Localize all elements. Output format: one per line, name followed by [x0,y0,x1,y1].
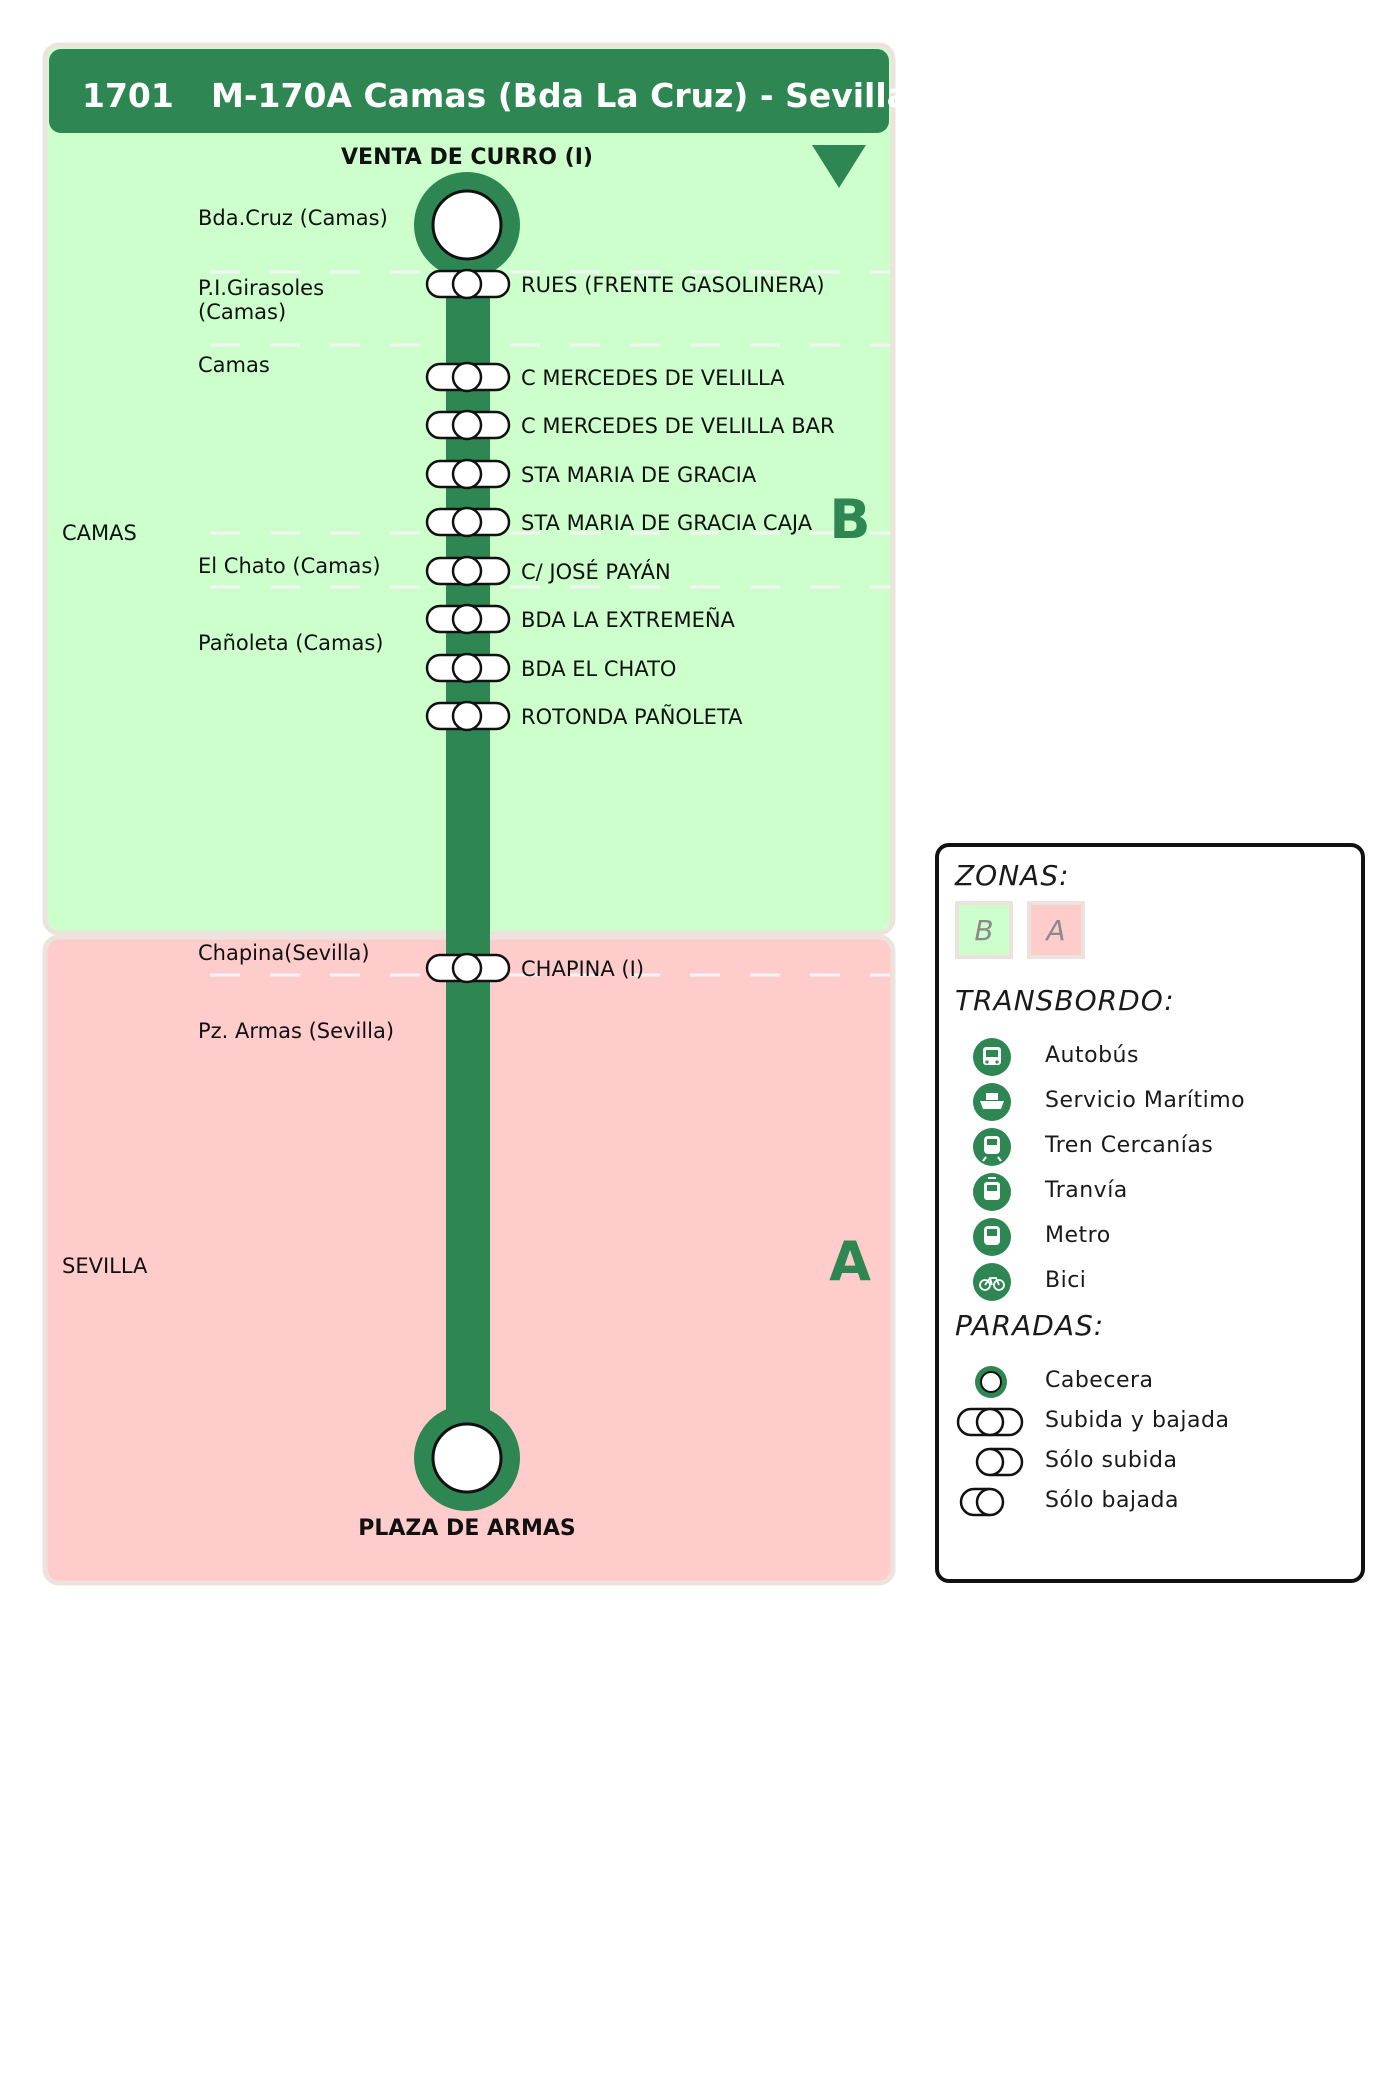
stop-marker [425,361,511,393]
stop-marker [425,458,511,490]
stop-marker [425,652,511,684]
legend-item-cabecera: Cabecera [939,1362,1361,1402]
legend-item-label: Servicio Marítimo [1045,1088,1246,1113]
locality-label: P.I.Girasoles (Camas) [198,276,331,324]
legend-item-train: Tren Cercanías [939,1127,1361,1167]
metro-icon [973,1218,1011,1256]
triangle-down-icon [812,145,866,188]
legend-paradas-title: PARADAS: [955,1309,1105,1342]
train-icon [973,1128,1011,1166]
stop-alight-icon [959,1487,1005,1517]
stop-marker [425,952,511,984]
legend-item-label: Tranvía [1045,1178,1128,1203]
locality-label: Camas [198,353,270,377]
stop-label: STA MARIA DE GRACIA CAJA [521,511,813,535]
legend-item-bike: Bici [939,1262,1361,1302]
terminus-origin [414,172,520,278]
destination-name: PLAZA DE ARMAS [358,1516,576,1541]
bike-icon [973,1263,1011,1301]
stop-marker [425,555,511,587]
legend-item-label: Subida y bajada [1045,1408,1230,1433]
legend-item-solo-bajada: Sólo bajada [939,1482,1361,1522]
stop-label: C MERCEDES DE VELILLA BAR [521,414,835,438]
stop-both-icon [956,1407,1024,1437]
legend-item-label: Autobús [1045,1043,1139,1068]
tram-icon [973,1173,1011,1211]
zone-letter: B [829,488,870,551]
legend-item-label: Cabecera [1045,1368,1154,1393]
legend-item-solo-subida: Sólo subida [939,1442,1361,1482]
legend-item-metro: Metro [939,1217,1361,1257]
stop-marker [425,268,511,300]
legend-transbordo-title: TRANSBORDO: [955,984,1175,1017]
bus-icon [973,1038,1011,1076]
locality-label: Pañoleta (Camas) [198,631,383,655]
stop-marker [425,603,511,635]
legend-zone-a: A [1027,901,1085,959]
stop-marker [425,409,511,441]
route-name: M-170A Camas (Bda La Cruz) - Sevilla [211,76,909,115]
stop-label: ROTONDA PAÑOLETA [521,703,743,729]
legend-item-label: Metro [1045,1223,1111,1248]
ferry-icon [973,1083,1011,1121]
stop-label: CHAPINA (I) [521,957,644,981]
stop-marker [425,700,511,732]
legend-item-bus: Autobús [939,1037,1361,1077]
stop-label: BDA EL CHATO [521,657,676,681]
locality-label: Pz. Armas (Sevilla) [198,1019,394,1043]
locality-dividers [210,270,890,977]
legend-item-label: Sólo bajada [1045,1488,1179,1513]
locality-label: Chapina(Sevilla) [198,941,370,965]
origin-name: VENTA DE CURRO (I) [341,145,593,170]
stop-label: RUES (FRENTE GASOLINERA) [521,273,825,297]
legend-item-label: Sólo subida [1045,1448,1178,1473]
stop-label: STA MARIA DE GRACIA [521,463,757,487]
legend-item-subida-bajada: Subida y bajada [939,1402,1361,1442]
stop-label: C MERCEDES DE VELILLA [521,366,785,390]
terminus-destination [414,1405,520,1511]
locality-label: El Chato (Camas) [198,554,381,578]
stop-label: BDA LA EXTREMEÑA [521,606,736,632]
legend-item-ferry: Servicio Marítimo [939,1082,1361,1122]
municipality-label: CAMAS [62,521,137,545]
zone-letter: A [829,1230,871,1293]
line-number: 1701 [82,76,174,115]
stop-label: C/ JOSÉ PAYÁN [521,559,671,584]
municipality-label: SEVILLA [62,1254,148,1278]
legend-item-label: Tren Cercanías [1045,1133,1214,1158]
stop-marker [425,506,511,538]
stop-board-icon [975,1447,1024,1477]
locality-label: Bda.Cruz (Camas) [198,206,388,230]
legend-panel: ZONAS: B A TRANSBORDO: Autobús Servicio … [935,843,1365,1583]
legend-zonas-title: ZONAS: [955,859,1070,892]
terminus-icon [975,1366,1007,1398]
legend-item-label: Bici [1045,1268,1087,1293]
legend-zone-b: B [955,901,1013,959]
legend-item-tram: Tranvía [939,1172,1361,1212]
header-bar [49,49,889,133]
